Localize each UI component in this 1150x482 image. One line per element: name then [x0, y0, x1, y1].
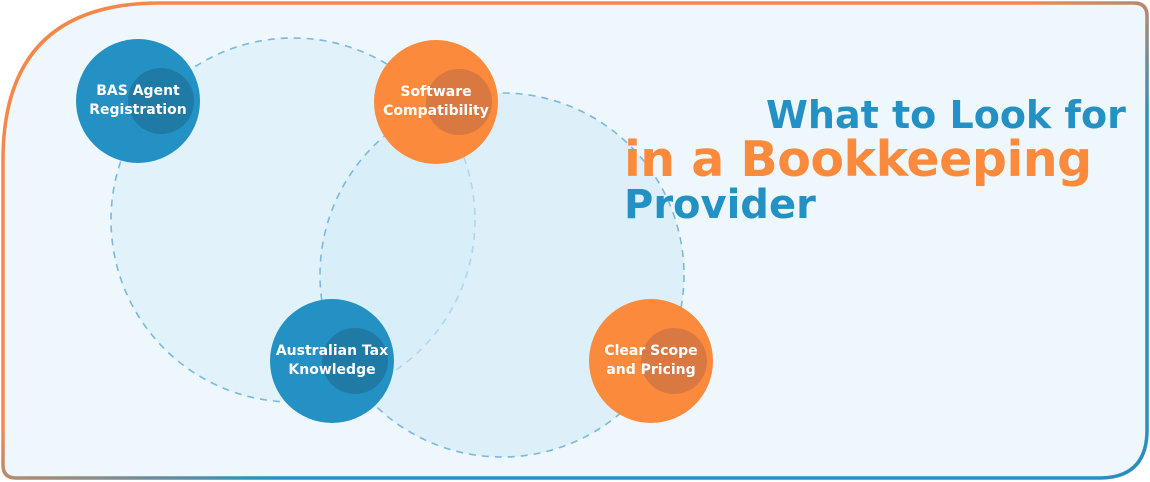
- node-label: Australian Tax Knowledge: [275, 343, 389, 378]
- node-label: BAS Agent Registration: [89, 83, 187, 118]
- headline-line-1: What to Look for: [766, 93, 1126, 137]
- node-inner-circle: [641, 328, 707, 394]
- node-inner-circle: [128, 68, 194, 134]
- headline-line-3: Provider: [624, 181, 816, 228]
- node-label: Clear Scope and Pricing: [604, 343, 698, 378]
- node-software-compatibility: Software Compatibility: [374, 40, 498, 164]
- node-australian-tax-knowledge: Australian Tax Knowledge: [270, 299, 394, 423]
- node-inner-circle: [322, 328, 388, 394]
- headline-line-2: in a Bookkeeping: [624, 130, 1092, 188]
- node-label: Software Compatibility: [383, 84, 489, 119]
- node-inner-circle: [426, 69, 492, 135]
- node-bas-agent-registration: BAS Agent Registration: [76, 39, 200, 163]
- headline: What to Look for in a Bookkeeping Provid…: [624, 93, 1126, 228]
- node-clear-scope-and-pricing: Clear Scope and Pricing: [589, 299, 713, 423]
